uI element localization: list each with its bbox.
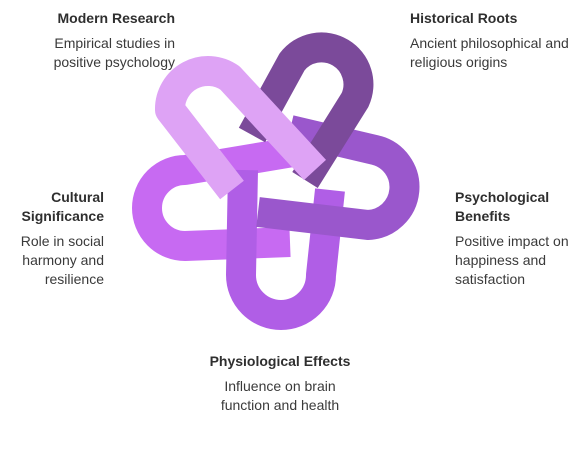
cultural-significance-desc: Role in social harmony and resilience bbox=[20, 233, 104, 287]
historical-roots-title: Historical Roots bbox=[410, 10, 518, 26]
loop-modern bbox=[155, 56, 327, 200]
label-cultural-significance: Cultural Significance Role in social har… bbox=[8, 188, 104, 289]
label-historical-roots: Historical Roots Ancient philosophical a… bbox=[410, 9, 570, 72]
physiological-effects-title: Physiological Effects bbox=[209, 353, 351, 369]
loop-historical bbox=[238, 32, 374, 188]
historical-roots-desc: Ancient philosophical and religious orig… bbox=[410, 35, 569, 70]
psychological-benefits-title: Psychological Benefits bbox=[455, 189, 550, 224]
physiological-effects-desc: Influence on brain function and health bbox=[220, 378, 340, 413]
loop-physiological bbox=[226, 169, 345, 330]
label-modern-research: Modern Research Empirical studies in pos… bbox=[20, 9, 175, 72]
label-physiological-effects: Physiological Effects Influence on brain… bbox=[205, 352, 355, 415]
psychological-benefits-desc: Positive impact on happiness and satisfa… bbox=[455, 233, 569, 287]
loop-cultural bbox=[132, 135, 308, 261]
loop-psychological bbox=[256, 115, 420, 240]
label-psychological-benefits: Psychological Benefits Positive impact o… bbox=[455, 188, 580, 289]
cultural-significance-title: Cultural Significance bbox=[21, 189, 104, 224]
modern-research-title: Modern Research bbox=[57, 10, 175, 26]
modern-research-desc: Empirical studies in positive psychology bbox=[53, 35, 175, 70]
